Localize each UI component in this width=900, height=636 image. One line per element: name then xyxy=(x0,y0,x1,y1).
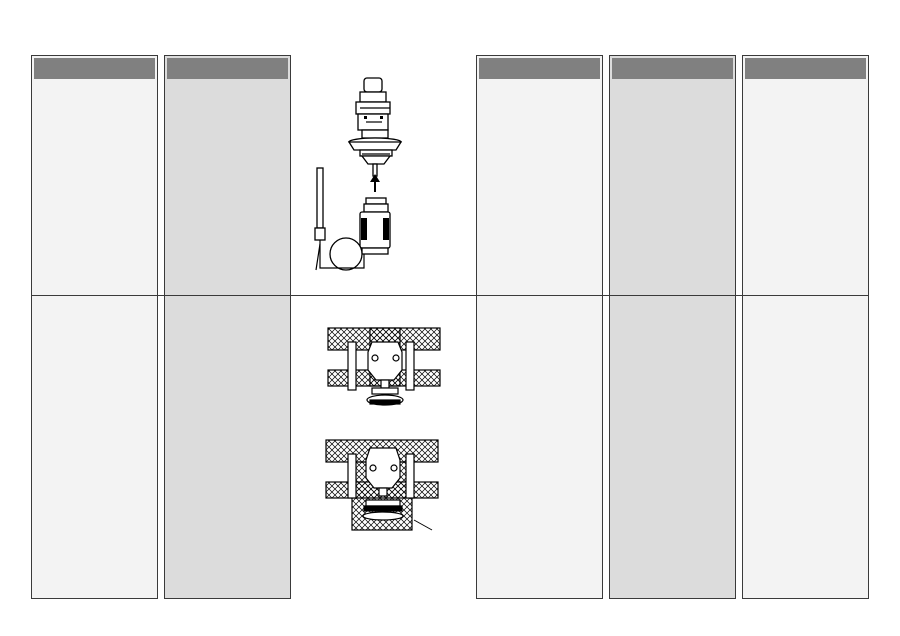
column-4 xyxy=(609,55,736,599)
section-divider xyxy=(31,295,869,296)
column-2 xyxy=(164,55,291,599)
column-3 xyxy=(476,55,603,599)
insulation-figure-bottom xyxy=(325,439,439,531)
column-1-header xyxy=(34,58,155,79)
column-1 xyxy=(31,55,158,599)
column-5-header xyxy=(745,58,866,79)
column-2-header xyxy=(167,58,288,79)
insulation-figure-top xyxy=(327,327,441,406)
column-3-header xyxy=(479,58,600,79)
actuator-mounting-figure xyxy=(314,77,403,271)
column-4-header xyxy=(612,58,733,79)
column-5 xyxy=(742,55,869,599)
